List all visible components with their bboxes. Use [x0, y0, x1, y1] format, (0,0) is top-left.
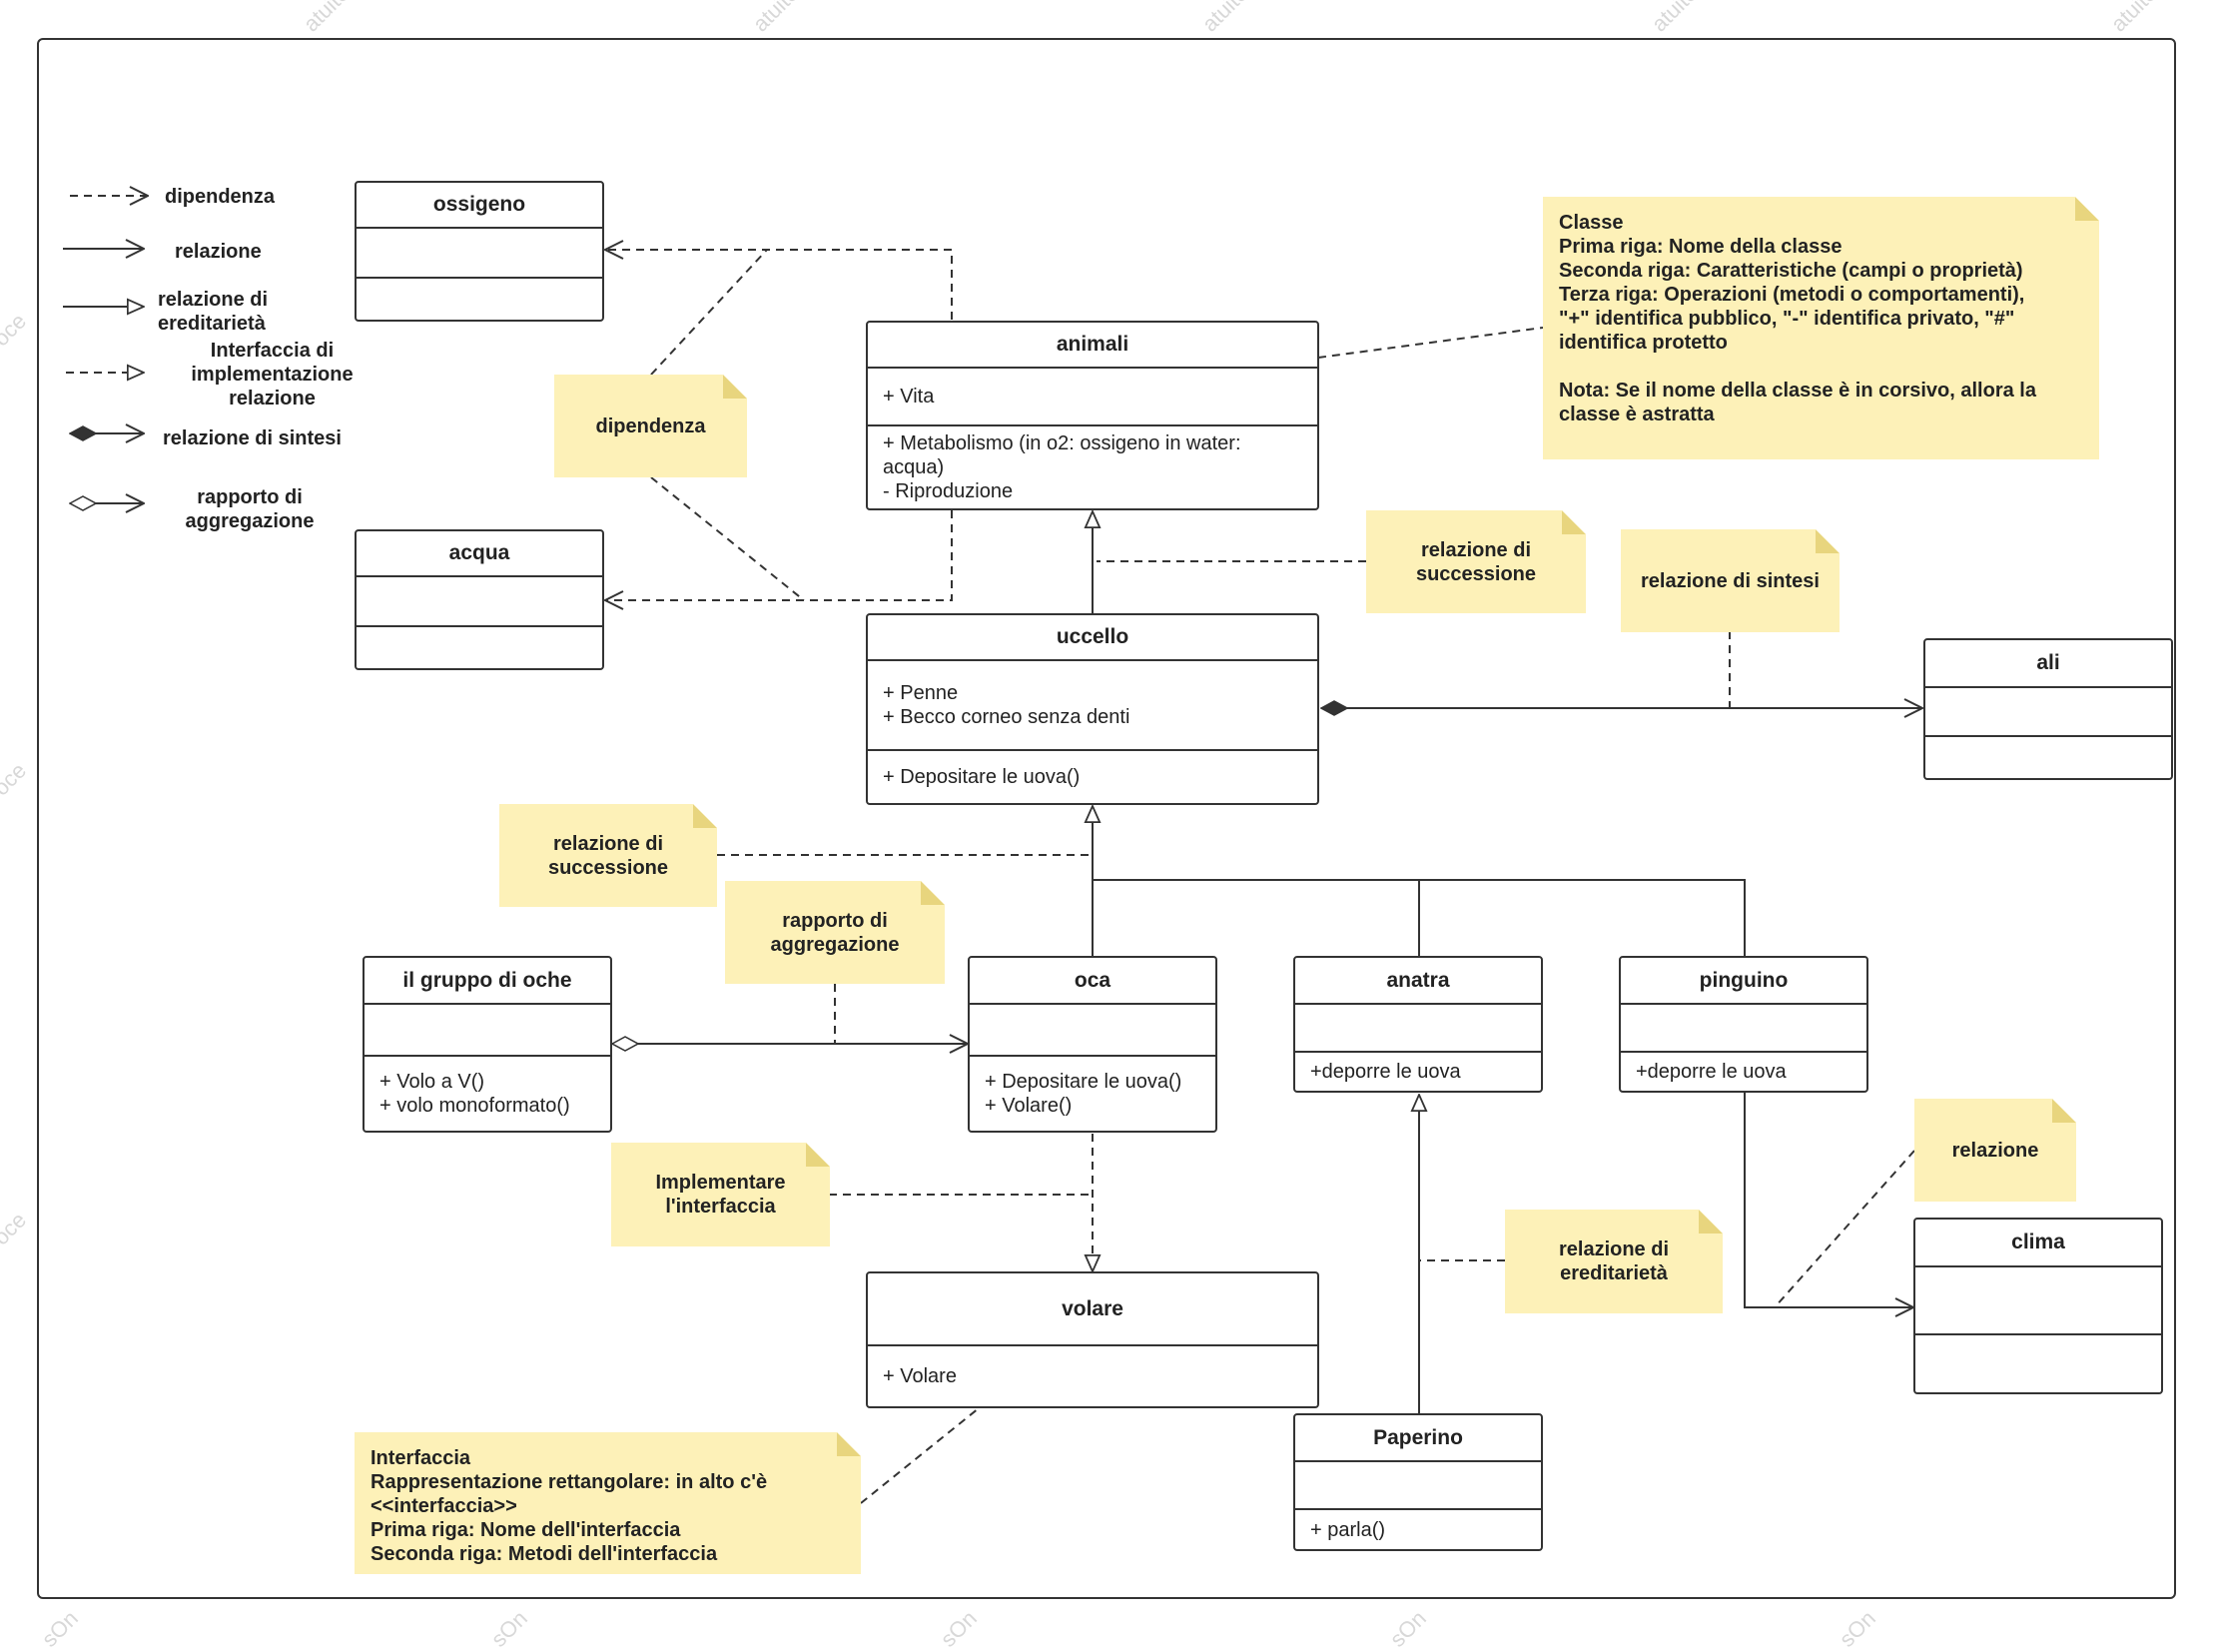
- attribute: + Becco corneo senza denti: [883, 706, 1130, 728]
- class-methods: + Volare: [868, 1346, 1317, 1406]
- note-relazione-ereditarieta[interactable]: relazione di ereditarietà: [1505, 1210, 1723, 1313]
- note-relazione[interactable]: relazione: [1914, 1099, 2076, 1202]
- class-attributes: [1621, 1005, 1866, 1053]
- class-methods: + Metabolismo (in o2: ossigeno in water:…: [868, 426, 1317, 508]
- note-classe[interactable]: Classe Prima riga: Nome della classe Sec…: [1543, 197, 2099, 459]
- legend-dependency-label: dipendenza: [165, 186, 276, 208]
- class-attributes: [1295, 1462, 1541, 1510]
- class-name: uccello: [868, 615, 1317, 661]
- class-attributes: [1915, 1267, 2161, 1335]
- class-volare[interactable]: volare + Volare: [866, 1271, 1319, 1408]
- legend-interface-label: Interfaccia di implementazione relazione: [191, 340, 354, 410]
- legend-composition-label: relazione di sintesi: [163, 427, 342, 449]
- diagram-frame: [37, 38, 2176, 1599]
- class-methods: [1925, 737, 2171, 778]
- method: +deporre le uova: [1310, 1061, 1461, 1083]
- class-gruppo-oche[interactable]: il gruppo di oche + Volo a V() + volo mo…: [363, 956, 612, 1133]
- class-name: pinguino: [1621, 958, 1866, 1005]
- class-attributes: [365, 1005, 610, 1057]
- class-ossigeno[interactable]: ossigeno: [355, 181, 604, 322]
- class-animali[interactable]: animali + Vita + Metabolismo (in o2: oss…: [866, 321, 1319, 510]
- note-relazione-successione-bottom[interactable]: relazione di successione: [499, 804, 717, 907]
- method: + Depositare le uova(): [883, 766, 1081, 788]
- legend-inheritance-label: relazione di ereditarietà: [158, 289, 269, 335]
- class-attributes: + Vita: [868, 369, 1317, 426]
- note-dipendenza[interactable]: dipendenza: [554, 375, 747, 477]
- legend-relation-label: relazione: [175, 241, 262, 263]
- class-name: ossigeno: [357, 183, 602, 229]
- class-attributes: + Penne + Becco corneo senza denti: [868, 661, 1317, 751]
- class-name: Paperino: [1295, 1415, 1541, 1462]
- class-uccello[interactable]: uccello + Penne + Becco corneo senza den…: [866, 613, 1319, 805]
- class-name: anatra: [1295, 958, 1541, 1005]
- class-acqua[interactable]: acqua: [355, 529, 604, 670]
- method: + Metabolismo (in o2: ossigeno in water:: [883, 432, 1241, 454]
- class-methods: +deporre le uova: [1621, 1053, 1866, 1091]
- class-methods: + Depositare le uova(): [868, 751, 1317, 803]
- note-relazione-sintesi[interactable]: relazione di sintesi: [1621, 529, 1840, 632]
- attribute: + Penne: [883, 682, 959, 704]
- class-oca[interactable]: oca + Depositare le uova() + Volare(): [968, 956, 1217, 1133]
- class-attributes: [357, 229, 602, 279]
- dependency-animali-acqua: [605, 510, 953, 600]
- class-name: clima: [1915, 1220, 2161, 1267]
- inheritance-anatra-branch: [1093, 879, 1420, 956]
- method: + Volo a V(): [379, 1071, 485, 1093]
- class-methods: [357, 627, 602, 668]
- class-name: ali: [1925, 640, 2171, 688]
- note-rapporto-aggregazione[interactable]: rapporto di aggregazione: [725, 881, 945, 984]
- class-attributes: [1925, 688, 2171, 737]
- class-name: animali: [868, 323, 1317, 369]
- note-interfaccia[interactable]: Interfaccia Rappresentazione rettangolar…: [355, 1432, 861, 1574]
- note-dipendenza-link-bottom: [650, 476, 805, 601]
- class-methods: [357, 279, 602, 320]
- class-methods: +deporre le uova: [1295, 1053, 1541, 1091]
- method: + volo monoformato(): [379, 1095, 570, 1117]
- method: + Volare: [883, 1365, 957, 1387]
- attribute: + Vita: [883, 386, 935, 408]
- class-paperino[interactable]: Paperino + parla(): [1293, 1413, 1543, 1551]
- dependency-animali-ossigeno: [605, 250, 953, 320]
- legend-aggregation-label: rapporto di aggregazione: [185, 486, 315, 532]
- class-methods: + Volo a V() + volo monoformato(): [365, 1057, 610, 1131]
- note-interfaccia-link: [860, 1407, 980, 1504]
- inheritance-pinguino-branch: [1419, 879, 1746, 956]
- method: acqua): [883, 456, 945, 478]
- class-attributes: [1295, 1005, 1541, 1053]
- method: + parla(): [1310, 1518, 1386, 1541]
- method: +deporre le uova: [1636, 1061, 1787, 1083]
- class-name: oca: [970, 958, 1215, 1005]
- class-name: acqua: [357, 531, 602, 577]
- class-methods: + Depositare le uova() + Volare(): [970, 1057, 1215, 1131]
- class-attributes: [970, 1005, 1215, 1057]
- class-methods: [1915, 1335, 2161, 1392]
- class-name: il gruppo di oche: [365, 958, 610, 1005]
- method: - Riproduzione: [883, 480, 1014, 502]
- class-name: volare: [868, 1273, 1317, 1346]
- note-relazione-link: [1774, 1150, 1915, 1308]
- class-methods: + parla(): [1295, 1510, 1541, 1549]
- method: + Volare(): [985, 1095, 1073, 1117]
- note-relazione-successione-top[interactable]: relazione di successione: [1366, 510, 1586, 613]
- method: + Depositare le uova(): [985, 1071, 1182, 1093]
- class-anatra[interactable]: anatra +deporre le uova: [1293, 956, 1543, 1093]
- note-dipendenza-link-top: [650, 249, 768, 376]
- note-classe-link: [1317, 327, 1544, 359]
- class-ali[interactable]: ali: [1923, 638, 2173, 780]
- class-attributes: [357, 577, 602, 627]
- note-implementare-interfaccia[interactable]: Implementare l'interfaccia: [611, 1143, 830, 1246]
- class-clima[interactable]: clima: [1913, 1218, 2163, 1394]
- class-pinguino[interactable]: pinguino +deporre le uova: [1619, 956, 1868, 1093]
- relation-pinguino-clima: [1744, 1093, 1913, 1307]
